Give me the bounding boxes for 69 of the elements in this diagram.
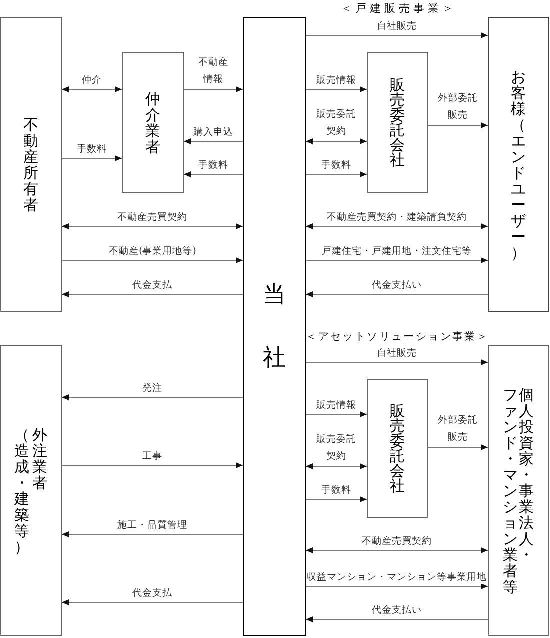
edge-label: 不動産売買契約 — [116, 212, 188, 224]
edge-label: 手数料 — [198, 160, 230, 172]
arrow — [62, 394, 244, 400]
arrow — [184, 86, 244, 92]
arrow — [428, 122, 488, 128]
arrow — [306, 172, 368, 178]
edge-label: 購入申込 — [192, 127, 234, 139]
arrow — [306, 360, 488, 366]
edge-label: 戸建住宅・戸建用地・注文住宅等 — [321, 246, 473, 258]
arrow — [306, 32, 488, 38]
entity-name: 仲介業者 — [145, 90, 161, 154]
arrow — [62, 532, 244, 538]
edge-label: 発注 — [142, 383, 164, 395]
edge-label: 販売情報 — [316, 75, 358, 87]
entity-box — [367, 52, 428, 193]
arrow — [62, 258, 244, 264]
double-arrow — [306, 138, 368, 144]
edge-label: 自社販売 — [376, 348, 418, 360]
arrow — [306, 292, 488, 298]
section-heading: ＜戸建販売事業＞ — [340, 2, 457, 14]
entity-name: 不動産所有者 — [23, 116, 39, 212]
arrow — [184, 172, 244, 178]
double-arrow — [62, 224, 244, 230]
edge-label: 手数料 — [320, 160, 352, 172]
edge-label: 施工・品質管理 — [116, 520, 188, 532]
entity-name: 外注業者（造成・建築等） — [14, 426, 48, 554]
edge-label: 仲介 — [81, 75, 103, 87]
arrow — [62, 292, 244, 298]
arrow — [306, 412, 368, 418]
entity-box — [0, 17, 62, 312]
edge-label: 不動産売買契約・建築請負契約 — [326, 212, 468, 224]
entity-name: 当社 — [262, 280, 286, 372]
arrow — [428, 444, 488, 450]
entity-name: 販売委託会社 — [390, 404, 406, 494]
entity-box — [0, 345, 62, 636]
entity-name: 個人投資家・事業法人・ファンド・マンション業者等 — [502, 386, 534, 594]
double-arrow — [306, 224, 488, 230]
edge-label: 代金支払 — [132, 588, 174, 600]
edge-label: 工事 — [142, 451, 164, 463]
entity-box — [243, 17, 306, 636]
entity-box — [122, 52, 184, 193]
double-arrow — [306, 464, 368, 470]
edge-label: 手数料 — [320, 485, 352, 497]
arrow — [62, 600, 244, 606]
edge-label: 代金支払い — [371, 280, 423, 292]
edge-label: 不動産(事業用地等) — [108, 246, 198, 258]
entity-box — [488, 345, 549, 636]
edge-label: 販売情報 — [316, 400, 358, 412]
edge-label: 手数料 — [76, 144, 108, 156]
edge-label: 不動産売買契約 — [361, 536, 433, 548]
arrow — [306, 86, 368, 92]
edge-label: 自社販売 — [376, 21, 418, 33]
section-heading: ＜アセットソリューション事業＞ — [306, 330, 490, 344]
arrow — [62, 156, 122, 162]
entity-box — [488, 17, 549, 312]
double-arrow — [62, 86, 122, 92]
arrow — [62, 462, 244, 468]
edge-label: 代金支払 — [132, 280, 174, 292]
entity-name: 販売委託会社 — [390, 78, 406, 168]
edge-label: 代金支払い — [371, 605, 423, 617]
arrow — [306, 584, 488, 590]
arrow — [184, 138, 244, 144]
entity-name: お客様（エンドユーザー） — [510, 68, 526, 260]
arrow — [306, 616, 488, 622]
arrow — [306, 496, 368, 502]
arrow — [306, 258, 488, 264]
edge-label: 収益マンション・マンション等事業用地 — [306, 572, 488, 584]
entity-box — [367, 379, 428, 518]
double-arrow — [306, 548, 488, 554]
